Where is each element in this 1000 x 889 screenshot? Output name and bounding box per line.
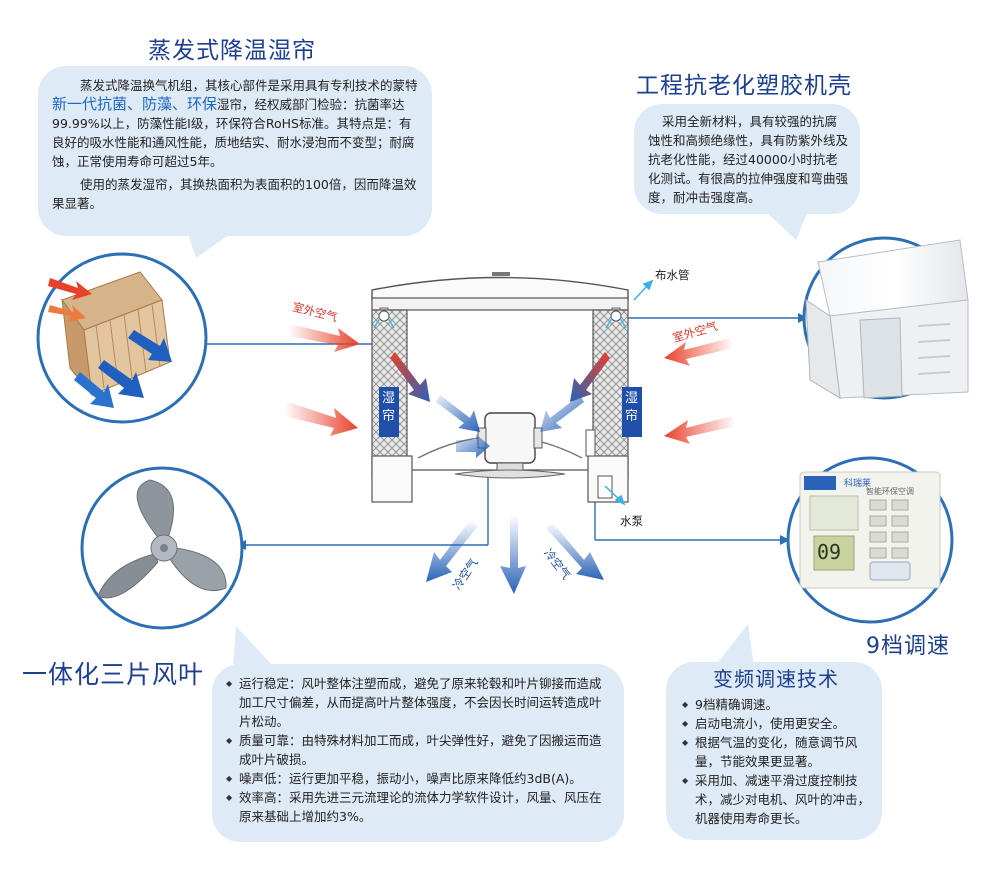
panel-brand: 科瑞莱 — [844, 479, 872, 489]
evap-pad-text-b: 湿帘，经权威部门检验：抗菌率达99.99%以上，防藻性能Ⅰ级，环保符合RoHS标… — [52, 97, 415, 169]
control-panel-illustration — [786, 456, 954, 624]
fan-bubble: 运行稳定：风叶整体注塑而成，避免了原来轮毂和叶片铆接而造成加工尺寸偏差，从而提高… — [212, 664, 624, 842]
shell-bubble: 采用全新材料，具有较强的抗腐蚀性和高频绝缘性，具有防紫外线及抗老化性能，经过40… — [634, 104, 860, 214]
water-pipe-label: 布水管 — [655, 268, 690, 282]
inverter-point: 9档精确调速。 — [682, 695, 870, 714]
panel-display: 09 — [817, 540, 842, 564]
pad-label-right-bg — [622, 387, 642, 437]
fan-blade-title: 一体化三片风叶 — [22, 660, 205, 689]
inverter-title: 变频调速技术 — [713, 667, 839, 691]
evap-pad-title: 蒸发式降温湿帘 — [148, 38, 316, 64]
speed-levels-title: 9档调速 — [866, 634, 950, 659]
evap-pad-paragraph-1: 蒸发式降温换气机组，其核心部件是采用具有专利技术的蒙特新一代抗菌、防藻、环保湿帘… — [52, 76, 418, 171]
pad-right-label: 湿帘 — [625, 391, 639, 424]
panel-subtitle: 智能环保空调 — [866, 487, 914, 496]
shell-text: 采用全新材料，具有较强的抗腐蚀性和高频绝缘性，具有防紫外线及抗老化性能，经过40… — [648, 114, 849, 205]
shell-bubble-tail — [760, 206, 810, 240]
shell-title: 工程抗老化塑胶机壳 — [636, 73, 852, 99]
evap-pad-highlight: 新一代抗菌、防藻、环保 — [52, 95, 218, 113]
evap-pad-illustration — [36, 252, 208, 424]
pad-label-left-bg — [379, 387, 399, 437]
pad-left-label: 湿帘 — [382, 391, 396, 424]
shell-illustration — [802, 236, 969, 400]
fan-point: 噪声低：运行更加平稳，振动小，噪声比原来降低约3dB(A)。 — [226, 769, 612, 788]
cold-air-arrows — [426, 515, 604, 594]
pump-label: 水泵 — [620, 514, 643, 528]
mixed-air-arrows — [390, 352, 610, 402]
inverter-bubble: 变频调速技术 9档精确调速。 启动电流小，使用更安全。 根据气温的变化，随意调节… — [666, 662, 882, 840]
evap-pad-paragraph-2: 使用的蒸发湿帘，其换热面积为表面积的100倍，因而降温效果显著。 — [52, 177, 417, 211]
inverter-point: 启动电流小，使用更安全。 — [682, 714, 870, 733]
evap-pad-bubble: 蒸发式降温换气机组，其核心部件是采用具有专利技术的蒙特新一代抗菌、防藻、环保湿帘… — [38, 66, 432, 236]
evap-pad-text-a: 蒸发式降温换气机组，其核心部件是采用具有专利技术的蒙特 — [80, 78, 418, 93]
internal-cool-arrows — [436, 395, 584, 458]
fan-point: 质量可靠：由特殊材料加工而成，叶尖弹性好，避免了因搬运而造成叶片破损。 — [226, 731, 612, 769]
cooler-unit — [371, 272, 654, 506]
warm-air-arrows — [284, 324, 736, 444]
fan-blade-illustration — [80, 466, 244, 630]
evap-bubble-tail — [188, 234, 230, 258]
fan-point: 效率高：采用先进三元流理论的流体力学软件设计，风量、风压在原来基础上增加约3%。 — [226, 788, 612, 826]
inverter-point: 根据气温的变化，随意调节风量，节能效果更显著。 — [682, 733, 870, 771]
inverter-point: 采用加、减速平滑过度控制技术，减少对电机、风叶的冲击，机器使用寿命更长。 — [682, 771, 870, 828]
fan-point: 运行稳定：风叶整体注塑而成，避免了原来轮毂和叶片铆接而造成加工尺寸偏差，从而提高… — [226, 674, 612, 731]
